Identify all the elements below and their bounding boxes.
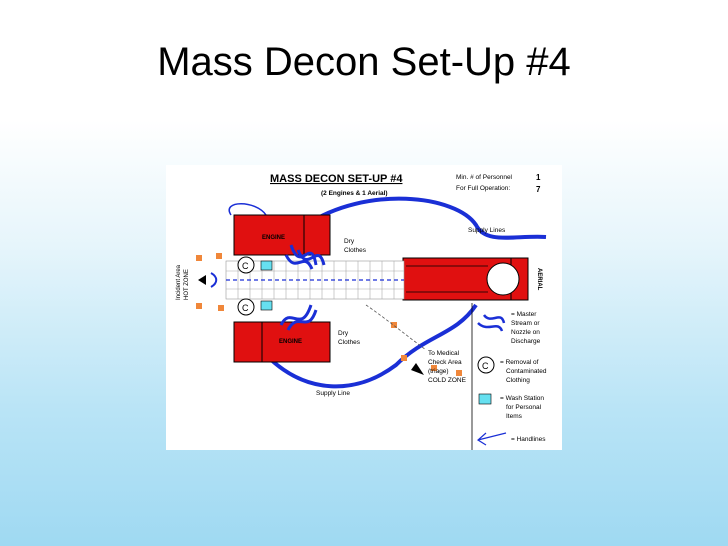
c-marker-top-label: C xyxy=(242,261,249,271)
legend-wash-3: Items xyxy=(506,413,523,420)
aerial-label: AERIAL xyxy=(536,268,542,291)
legend-master-stream-4: Discharge xyxy=(511,338,541,345)
medical-label-1: To Medical xyxy=(428,350,460,357)
master-stream-bottom xyxy=(279,304,318,331)
diagram-heading: MASS DECON SET-UP #4 xyxy=(270,173,403,185)
legend-wash-2: for Personal xyxy=(506,404,542,411)
wash-station-bottom xyxy=(260,300,273,311)
c-marker-bottom xyxy=(237,298,255,316)
legend-master-stream-icon xyxy=(477,314,506,332)
engine-top-label: ENGINE xyxy=(262,235,285,241)
supply-line-top xyxy=(304,196,547,240)
medical-label-3: (triage) xyxy=(428,368,449,375)
slide-title: Mass Decon Set-Up #4 xyxy=(157,40,571,84)
medical-arrow xyxy=(411,363,424,375)
supply-line-label: Supply Line xyxy=(316,390,350,397)
medical-label-2: Check Area xyxy=(428,359,462,366)
cold-zone-label: COLD ZONE xyxy=(428,377,467,384)
decon-diagram: MASS DECON SET-UP #4 (2 Engines & 1 Aeri… xyxy=(166,165,562,450)
entry-arrow xyxy=(198,275,206,285)
hot-zone-label: HOT ZONE xyxy=(184,269,190,300)
engine-bottom-label: ENGINE xyxy=(279,339,302,345)
c-marker-top xyxy=(237,256,255,274)
legend-removal-1: = Removal of xyxy=(500,359,539,366)
dry-clothes-top-1: Dry xyxy=(344,238,355,245)
dry-clothes-top-2: Clothes xyxy=(344,247,367,254)
incident-area-label: Incident Area xyxy=(176,264,182,300)
decon-markers xyxy=(196,253,462,376)
supply-line-bottom xyxy=(264,303,478,389)
personnel-value-2: 7 xyxy=(536,185,541,194)
aerial-turntable xyxy=(486,262,520,296)
legend-removal-3: Clothing xyxy=(506,377,530,384)
legend-removal-2: Contaminated xyxy=(506,368,547,375)
dry-clothes-bottom-2: Clothes xyxy=(338,339,361,346)
handline-top xyxy=(228,203,267,216)
legend-master-stream-2: Stream or xyxy=(511,320,540,327)
master-stream-top xyxy=(284,244,326,270)
wash-station-top xyxy=(260,260,273,271)
legend-master-stream-1: = Master xyxy=(511,311,537,318)
c-marker-bottom-label: C xyxy=(242,303,249,313)
supply-lines-label: Supply Lines xyxy=(468,227,506,234)
engine-top xyxy=(233,214,331,256)
decon-diagram-svg: MASS DECON SET-UP #4 (2 Engines & 1 Aeri… xyxy=(176,173,547,450)
legend-master-stream-3: Nozzle on xyxy=(511,329,540,336)
legend-c-symbol: C xyxy=(482,361,489,371)
legend-handline-icon xyxy=(476,432,507,446)
dry-clothes-bottom-1: Dry xyxy=(338,330,349,337)
diagram-subheading: (2 Engines & 1 Aerial) xyxy=(321,190,388,197)
personnel-label-2: For Full Operation: xyxy=(456,185,510,192)
legend-wash-1: = Wash Station xyxy=(500,395,544,402)
legend-wash-icon xyxy=(478,393,492,405)
personnel-value-1: 1 xyxy=(536,173,541,182)
legend: = Master Stream or Nozzle on Discharge C… xyxy=(471,303,547,450)
legend-handlines: = Handlines xyxy=(511,436,546,443)
legend-removal-icon xyxy=(477,356,495,374)
personnel-label-1: Min. # of Personnel xyxy=(456,174,513,181)
